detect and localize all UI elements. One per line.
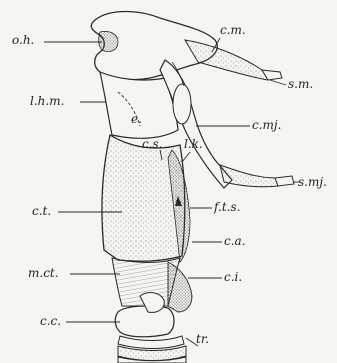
label-smj: s.mj. [298,176,327,188]
trachea-ring-1 [118,336,184,349]
label-cm: c.m. [220,24,246,36]
label-tr: tr. [196,333,209,345]
cmj-foramen [173,84,191,124]
cricoid-inferior [168,262,192,312]
label-mct: m.ct. [28,267,59,279]
label-ct: c.t. [32,205,51,217]
label-oh: o.h. [12,34,34,46]
cartilage-cc [115,306,174,337]
label-fts: f.t.s. [214,201,240,213]
label-e: e. [131,113,142,125]
label-lhm: l.h.m. [30,95,64,107]
label-lk: l.k. [184,138,203,150]
muscle-cm [185,40,268,80]
label-ci: c.i. [224,271,242,283]
muscle-smj [220,165,278,187]
hyoid-notch [99,31,118,51]
label-cmj: c.mj. [252,119,281,131]
label-ca: c.a. [224,235,246,247]
label-cc: c.c. [40,315,61,327]
label-sm: s.m. [288,78,313,90]
label-cs: c.s. [142,138,163,150]
